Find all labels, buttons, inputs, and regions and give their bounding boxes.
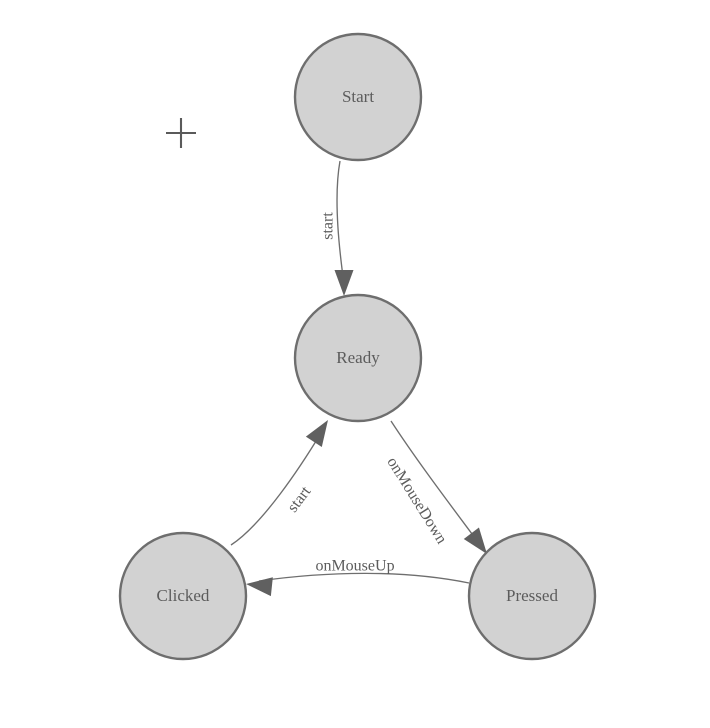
node-circle[interactable]	[293, 32, 423, 162]
node-clicked[interactable]: Clicked	[118, 531, 248, 661]
node-start[interactable]: Start	[293, 32, 423, 162]
arrowhead-icon	[246, 577, 273, 597]
node-circle[interactable]	[118, 531, 248, 661]
edge-line	[336, 160, 345, 285]
node-circle[interactable]	[293, 293, 423, 423]
edge-label: start	[320, 212, 337, 240]
plus-marker-icon	[166, 118, 196, 148]
node-label: Clicked	[157, 586, 210, 605]
edge-label: start	[284, 483, 314, 516]
arrowhead-icon	[305, 420, 328, 447]
edge-start-to-ready[interactable]: start	[320, 160, 354, 296]
markers-layer	[166, 118, 196, 148]
edge-label: onMouseUp	[315, 558, 394, 575]
arrowhead-icon	[463, 527, 487, 554]
node-label: Pressed	[506, 586, 558, 605]
node-ready[interactable]: Ready	[293, 293, 423, 423]
edge-clicked-to-ready[interactable]: start	[230, 415, 336, 546]
edge-line	[390, 420, 479, 543]
edge-line	[258, 572, 470, 584]
edge-label: onMouseDown	[383, 454, 450, 547]
edge-pressed-to-clicked[interactable]: onMouseUp	[245, 558, 470, 597]
node-label: Ready	[336, 348, 380, 367]
node-label: Start	[342, 87, 374, 106]
node-pressed[interactable]: Pressed	[467, 531, 597, 661]
arrowhead-icon	[334, 270, 354, 296]
edge-line	[230, 432, 322, 546]
node-circle[interactable]	[467, 531, 597, 661]
edge-ready-to-pressed[interactable]: onMouseDown	[383, 420, 494, 560]
